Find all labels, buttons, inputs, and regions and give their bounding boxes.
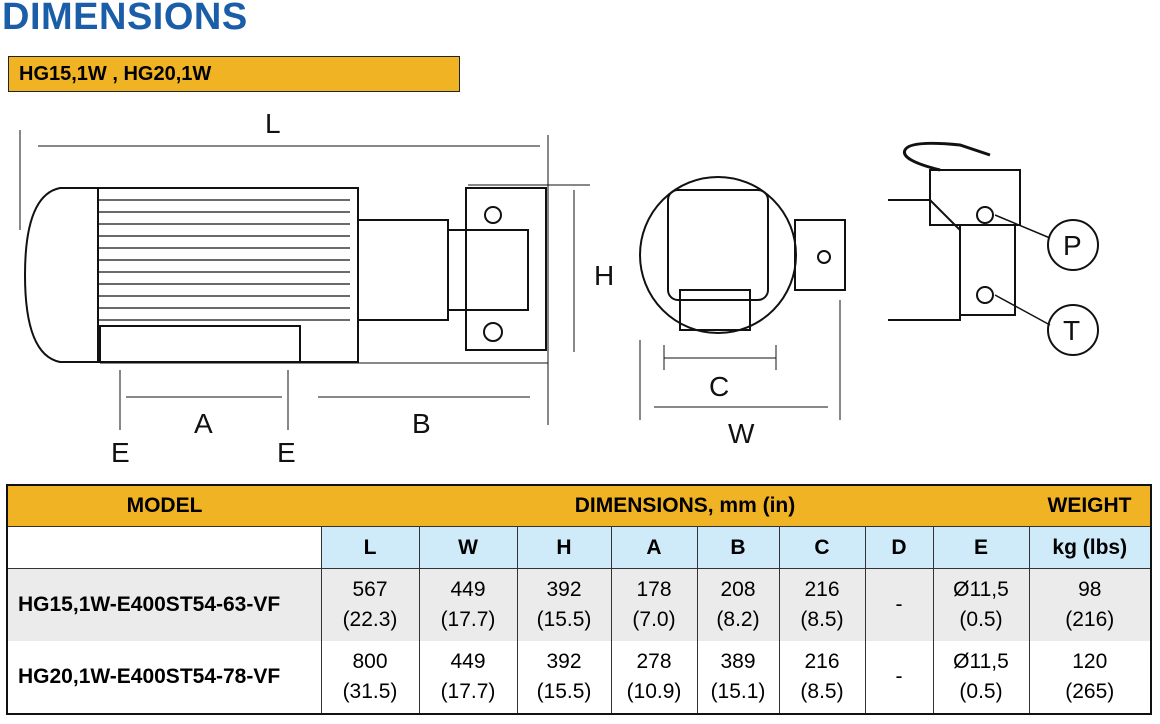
label-E-left: E — [111, 437, 130, 468]
value-mm: 120 — [1072, 650, 1108, 673]
front-view — [639, 176, 846, 420]
value-in: (15.1) — [710, 680, 766, 703]
col-weight: kg (lbs) — [1028, 526, 1151, 569]
value-mm: 449 — [450, 578, 486, 601]
value-mm: 98 — [1078, 578, 1102, 601]
table-row: HG20,1W-E400ST54-78-VF 800 (31.5) 449 (17.7)… — [7, 641, 1151, 714]
value-in: (0.5) — [959, 608, 1003, 631]
value-in: (17.7) — [440, 608, 496, 631]
col-A: A — [610, 526, 697, 569]
cell-h: 392 (15.5) — [516, 641, 611, 714]
dimension-drawing: L H A B E E C W P T — [19, 108, 1099, 468]
value-in: (8.5) — [800, 680, 844, 703]
value-in: (15.5) — [536, 680, 592, 703]
value-mm: 567 — [352, 578, 388, 601]
cell-w: 449 (17.7) — [418, 568, 517, 641]
cell-w: 449 (17.7) — [418, 641, 517, 714]
value-in: (15.5) — [536, 608, 592, 631]
label-B: B — [412, 408, 431, 439]
cell-h: 392 (15.5) — [516, 568, 611, 641]
value-in: (22.3) — [342, 608, 398, 631]
col-D: D — [864, 526, 933, 569]
value-mm: Ø11,5 — [953, 650, 1009, 673]
cell-a: 278 (10.9) — [610, 641, 697, 714]
value-in: (31.5) — [342, 680, 398, 703]
col-E: E — [932, 526, 1029, 569]
label-H: H — [594, 260, 614, 291]
cell-kg: 120 (265) — [1028, 641, 1151, 714]
cell-l: 567 (22.3) — [320, 568, 419, 641]
value-mm: 389 — [720, 650, 756, 673]
col-L: L — [320, 526, 419, 569]
table-row: HG15,1W-E400ST54-63-VF 567 (22.3) 449 (17.7)… — [7, 568, 1151, 641]
value-mm: 216 — [804, 578, 840, 601]
value-mm: 178 — [636, 578, 672, 601]
label-L: L — [265, 108, 281, 139]
value-mm: 278 — [636, 650, 672, 673]
col-W: W — [418, 526, 517, 569]
side-view — [19, 130, 590, 430]
cell-b: 208 (8.2) — [696, 568, 779, 641]
label-T: T — [1063, 315, 1080, 346]
value-in: (0.5) — [959, 680, 1003, 703]
label-E-right: E — [277, 437, 296, 468]
value-mm: 392 — [546, 650, 582, 673]
label-P: P — [1063, 230, 1082, 261]
cell-l: 800 (31.5) — [320, 641, 419, 714]
column-headers: L W H A B C D E kg (lbs) — [7, 526, 1151, 569]
cell-e: Ø11,5 (0.5) — [932, 641, 1029, 714]
value-mm: 449 — [450, 650, 486, 673]
value-mm: - — [895, 665, 903, 688]
dimensions-table: MODEL DIMENSIONS, mm (in) WEIGHT L W H A… — [6, 484, 1152, 715]
value-mm: 216 — [804, 650, 840, 673]
header-model: MODEL — [7, 485, 321, 527]
label-W: W — [728, 418, 755, 449]
value-in: (10.9) — [626, 680, 682, 703]
col-B: B — [696, 526, 779, 569]
value-in: (265) — [1065, 680, 1115, 703]
cell-a: 178 (7.0) — [610, 568, 697, 641]
value-mm: 208 — [720, 578, 756, 601]
model-banner: HG15,1W , HG20,1W — [8, 56, 460, 92]
cell-e: Ø11,5 (0.5) — [932, 568, 1029, 641]
cell-b: 389 (15.1) — [696, 641, 779, 714]
cell-kg: 98 (216) — [1028, 568, 1151, 641]
detail-view — [888, 141, 1099, 356]
label-A: A — [194, 408, 213, 439]
cell-d: - — [864, 641, 933, 714]
value-in: (17.7) — [440, 680, 496, 703]
value-mm: 392 — [546, 578, 582, 601]
col-H: H — [516, 526, 611, 569]
col-C: C — [778, 526, 865, 569]
value-in: (8.2) — [716, 608, 760, 631]
page-title: DIMENSIONS — [2, 0, 248, 38]
header-weight: WEIGHT — [1029, 485, 1151, 527]
value-mm: Ø11,5 — [953, 578, 1009, 601]
value-in: (8.5) — [800, 608, 844, 631]
cell-c: 216 (8.5) — [778, 568, 865, 641]
value-mm: 800 — [352, 650, 388, 673]
value-mm: - — [895, 593, 903, 616]
value-in: (216) — [1065, 608, 1115, 631]
value-in: (7.0) — [632, 608, 676, 631]
cell-c: 216 (8.5) — [778, 641, 865, 714]
model-name: HG20,1W-E400ST54-78-VF — [7, 641, 321, 714]
label-C: C — [709, 371, 729, 402]
model-name: HG15,1W-E400ST54-63-VF — [7, 568, 321, 641]
cell-d: - — [864, 568, 933, 641]
header-dimensions: DIMENSIONS, mm (in) — [321, 485, 1029, 527]
